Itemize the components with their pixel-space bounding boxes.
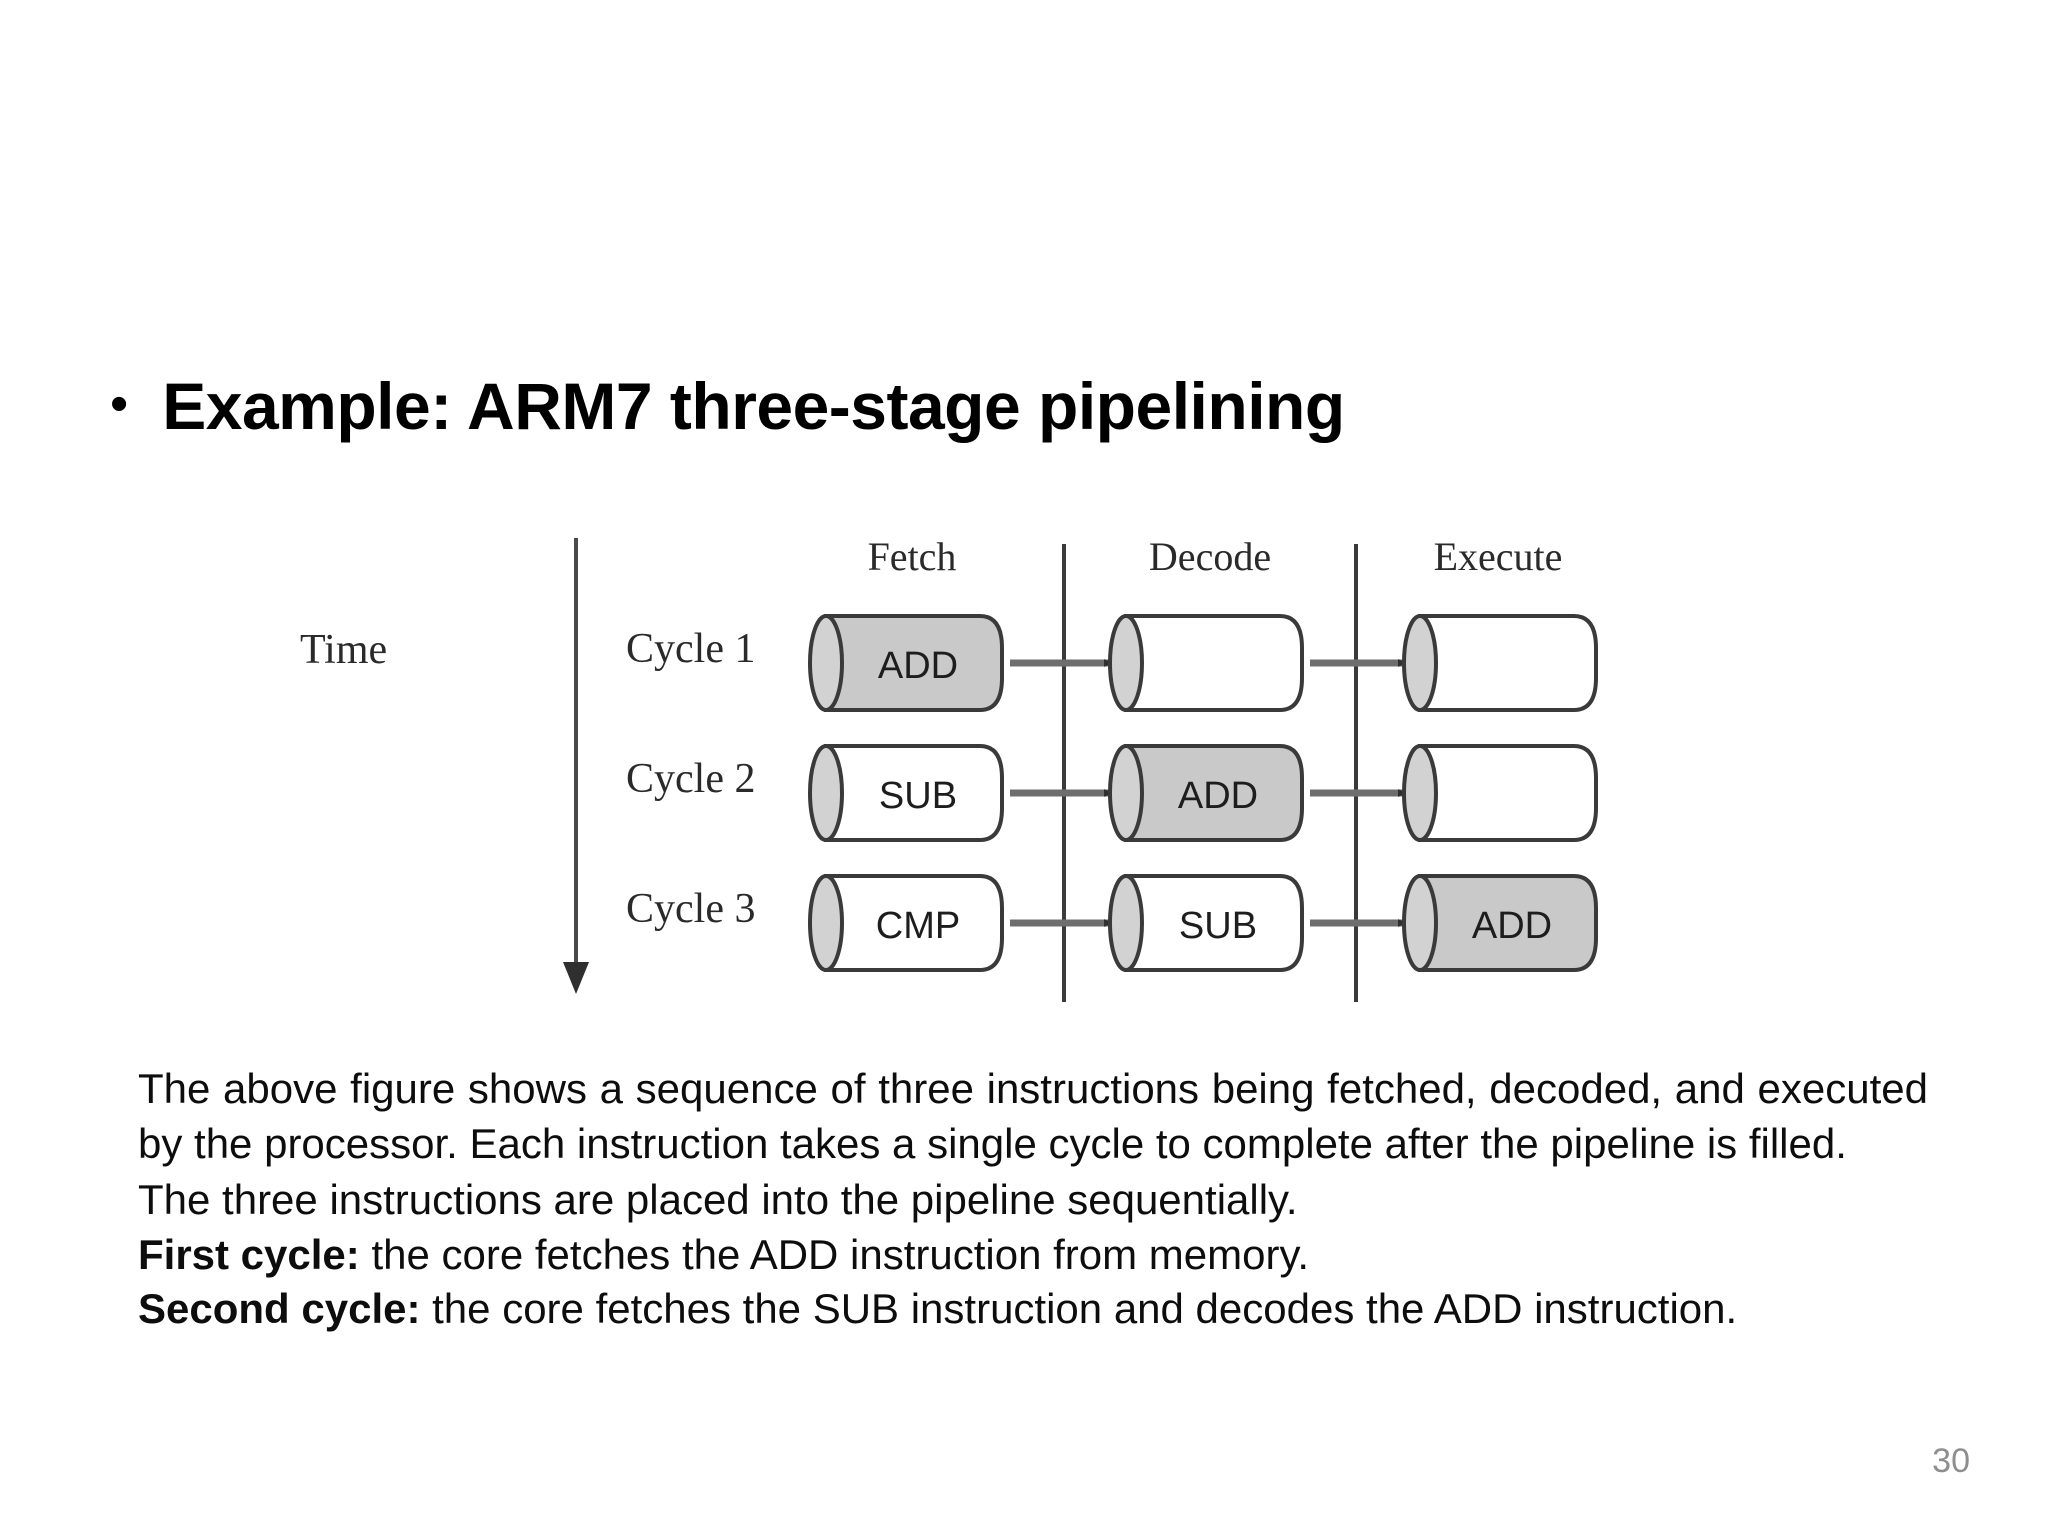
stage-header-execute: Execute <box>1434 534 1563 579</box>
pipeline-row-cycle-3: CMP SUB ADD <box>808 874 1598 972</box>
stage-cylinder-execute-cycle-2 <box>1402 744 1598 842</box>
stage-cylinder-fetch-cycle-2: SUB <box>808 744 1004 842</box>
stage-cylinder-execute-cycle-1 <box>1402 614 1598 712</box>
pipeline-svg: Fetch Decode Execute Cycle 1 Cycle 2 Cyc… <box>563 534 1598 1002</box>
time-axis-arrow <box>563 538 589 994</box>
paragraph-second-cycle: Second cycle: the core fetches the SUB i… <box>138 1282 1928 1337</box>
first-cycle-rest: the core fetches the ADD instruction fro… <box>359 1230 1310 1278</box>
title-text: Example: ARM7 three-stage pipelining <box>162 369 1345 443</box>
time-axis-label: Time <box>300 627 388 673</box>
stage-cylinder-label: CMP <box>876 905 960 947</box>
second-cycle-lead: Second cycle: <box>138 1285 421 1333</box>
pipeline-row-cycle-2: SUB ADD <box>808 744 1598 842</box>
second-cycle-rest: the core fetches the SUB instruction and… <box>420 1285 1738 1333</box>
stage-cylinder-label: ADD <box>1472 905 1552 947</box>
body-text-block: The above figure shows a sequence of thr… <box>138 1062 1928 1337</box>
stage-cylinder-label: ADD <box>1178 775 1258 817</box>
pipeline-diagram: Fetch Decode Execute Cycle 1 Cycle 2 Cyc… <box>300 522 1660 1012</box>
stage-cylinder-fetch-cycle-3: CMP <box>808 874 1004 972</box>
stage-cylinder-label: SUB <box>879 775 957 817</box>
stage-cylinder-decode-cycle-1 <box>1108 614 1304 712</box>
stage-header-decode: Decode <box>1149 534 1271 579</box>
paragraph-overview: The above figure shows a sequence of thr… <box>138 1065 1928 1167</box>
paragraph-sequential: The three instructions are placed into t… <box>138 1176 1298 1224</box>
stage-cylinder-label: ADD <box>878 645 958 687</box>
pipeline-row-cycle-1: ADD <box>808 614 1598 712</box>
stage-header-fetch: Fetch <box>868 534 957 579</box>
bullet-icon: • <box>110 375 129 433</box>
row-label-cycle-2: Cycle 2 <box>626 756 755 802</box>
page-number: 30 <box>1932 1442 1970 1480</box>
paragraph-first-cycle: First cycle: the core fetches the ADD in… <box>138 1228 1928 1283</box>
page-title: • Example: ARM7 three-stage pipelining <box>110 369 1910 443</box>
stage-cylinder-fetch-cycle-1: ADD <box>808 614 1004 712</box>
row-label-cycle-1: Cycle 1 <box>626 626 755 672</box>
stage-cylinder-execute-cycle-3: ADD <box>1402 874 1598 972</box>
stage-cylinder-decode-cycle-2: ADD <box>1108 744 1304 842</box>
stage-cylinder-decode-cycle-3: SUB <box>1108 874 1304 972</box>
stage-cylinder-label: SUB <box>1179 905 1257 947</box>
first-cycle-lead: First cycle: <box>138 1230 360 1278</box>
row-label-cycle-3: Cycle 3 <box>626 886 755 932</box>
